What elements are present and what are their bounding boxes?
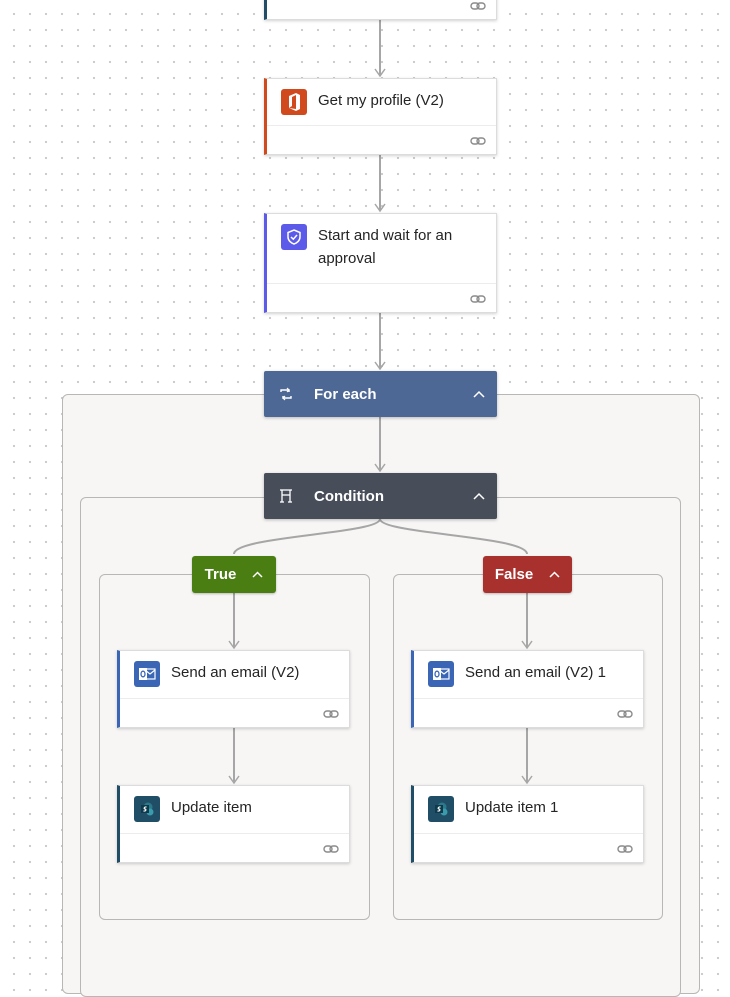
link-icon [470, 2, 486, 10]
send-email-1-card[interactable]: Send an email (V2) 1 [411, 650, 644, 728]
link-icon [470, 137, 486, 145]
send-email-card[interactable]: Send an email (V2) [117, 650, 350, 728]
true-branch-label: True [204, 566, 237, 583]
update-item-card[interactable]: Update item [117, 785, 350, 863]
sharepoint-icon [428, 796, 454, 822]
get-my-profile-card[interactable]: Get my profile (V2) [264, 78, 497, 155]
card-footer [120, 698, 349, 727]
action-title: Update item 1 [465, 799, 559, 816]
card-footer [267, 125, 496, 154]
for-each-label: For each [314, 385, 377, 403]
card-footer [267, 283, 496, 312]
link-icon [617, 710, 633, 718]
chevron-up-icon[interactable] [549, 571, 560, 578]
loop-icon [280, 387, 292, 401]
chevron-up-icon[interactable] [473, 390, 485, 398]
condition-icon [280, 489, 292, 503]
link-icon [323, 845, 339, 853]
chevron-up-icon[interactable] [473, 492, 485, 500]
outlook-icon [134, 661, 160, 687]
link-icon [617, 845, 633, 853]
link-icon [470, 295, 486, 303]
office-icon [281, 89, 307, 115]
condition-header[interactable]: Condition [264, 473, 497, 519]
true-branch-header[interactable]: True [192, 556, 276, 593]
true-branch-scope [99, 574, 370, 920]
approval-card[interactable]: Start and wait for an approval [264, 213, 497, 313]
link-icon [323, 710, 339, 718]
previous-action-card[interactable] [264, 0, 497, 20]
approval-icon [281, 224, 307, 250]
false-branch-scope [393, 574, 663, 920]
condition-label: Condition [314, 487, 384, 505]
false-branch-label: False [494, 566, 534, 583]
action-title: Start and wait for an approval [318, 227, 453, 267]
false-branch-header[interactable]: False [483, 556, 572, 593]
outlook-icon [428, 661, 454, 687]
card-footer [120, 833, 349, 862]
action-title: Get my profile (V2) [318, 92, 444, 109]
sharepoint-icon [134, 796, 160, 822]
action-title: Send an email (V2) [171, 664, 300, 681]
action-title: Send an email (V2) 1 [465, 664, 606, 681]
update-item-1-card[interactable]: Update item 1 [411, 785, 644, 863]
card-footer [414, 833, 643, 862]
action-title: Update item [171, 799, 252, 816]
card-footer [414, 698, 643, 727]
chevron-up-icon[interactable] [252, 571, 263, 578]
for-each-header[interactable]: For each [264, 371, 497, 417]
